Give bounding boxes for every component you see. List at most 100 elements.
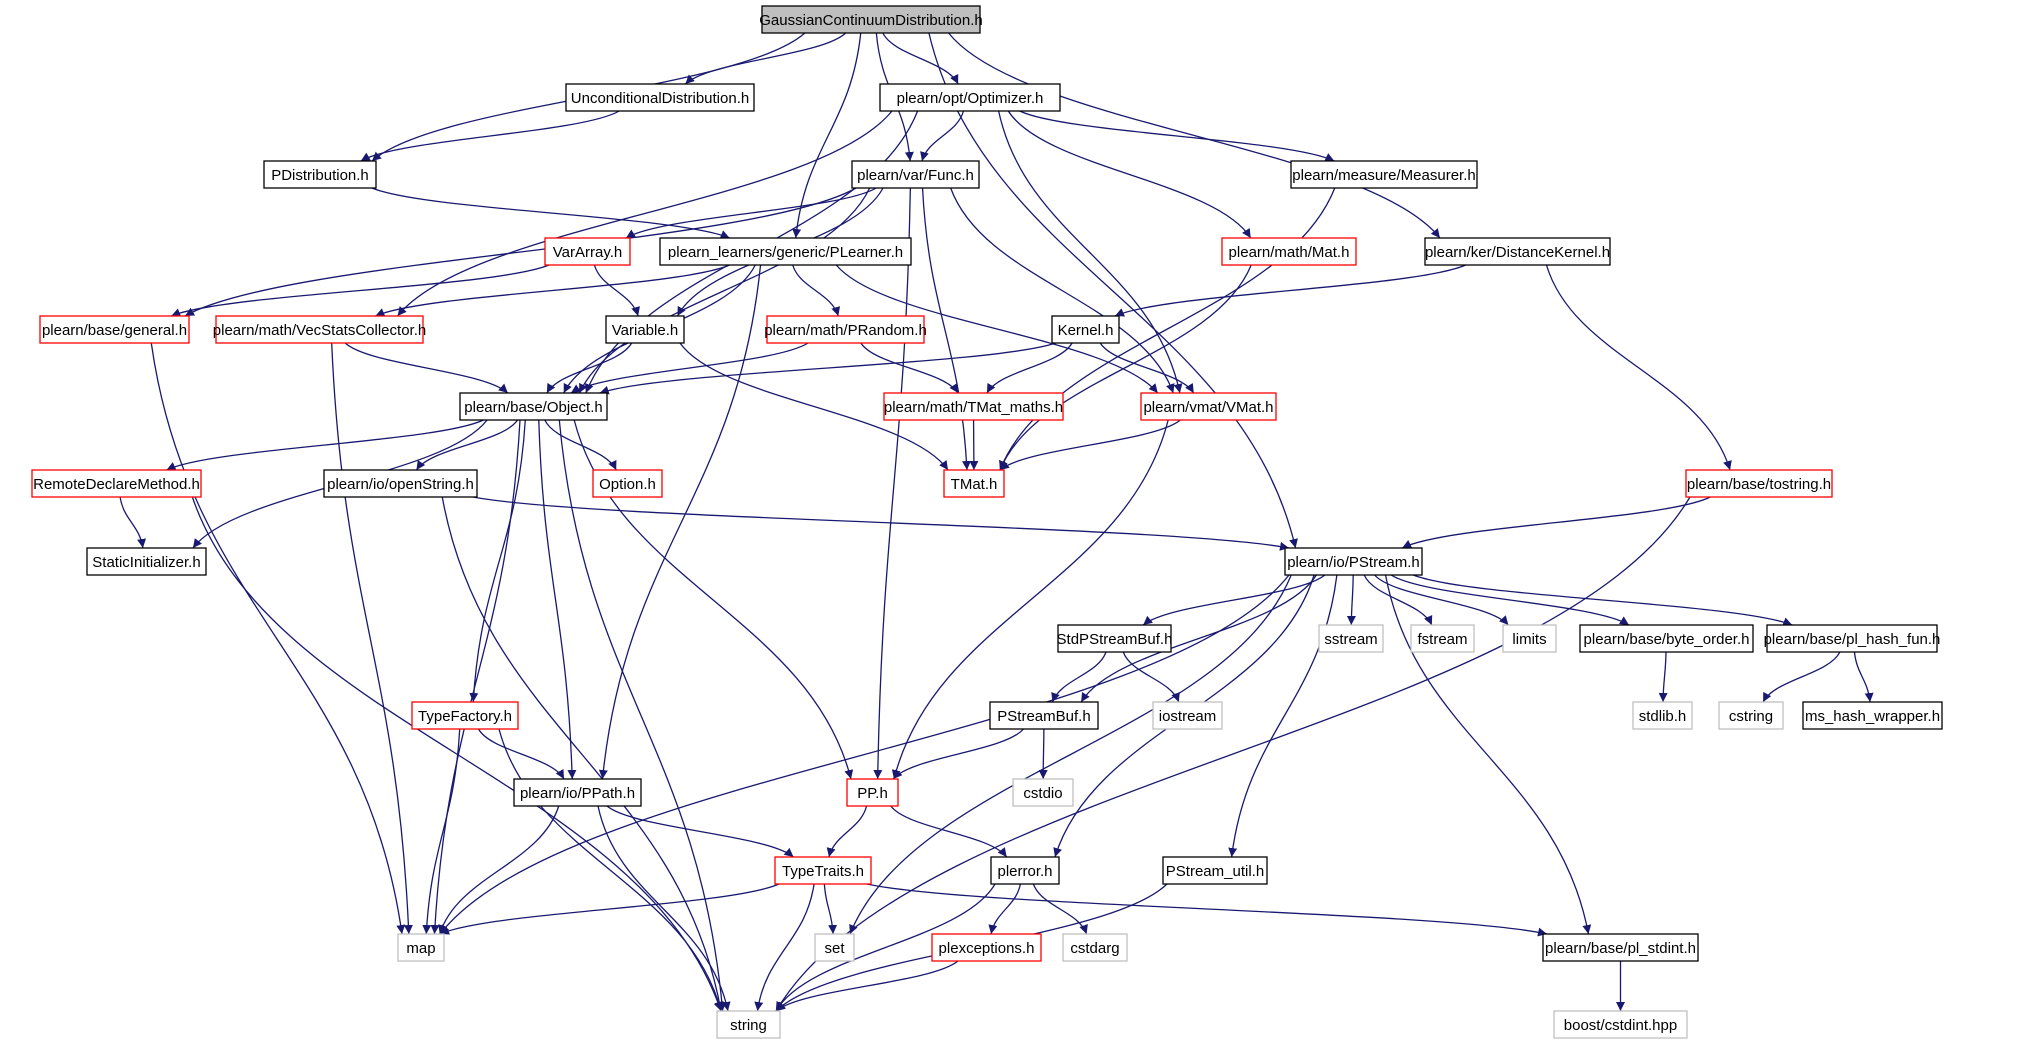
node-type-factory[interactable]: TypeFactory.h (411, 701, 519, 730)
edge-type-factory-to-string (498, 728, 724, 1012)
edge-plexceptions-to-string (775, 960, 959, 1012)
node-box (659, 237, 912, 266)
edge-optimizer-to-func (920, 110, 965, 162)
node-box (1284, 547, 1423, 576)
node-map: map (397, 933, 445, 962)
node-label: stdlib.h (1639, 708, 1687, 725)
node-label: plearn/io/PStream.h (1287, 554, 1420, 571)
edge-unconditional-distribution-to-pdistribution (360, 110, 620, 162)
node-tmat-maths[interactable]: plearn/math/TMat_maths.h (883, 392, 1064, 421)
edge-remote-declare-method-to-string (191, 496, 723, 1012)
edge-pstream-to-fstream (1363, 574, 1433, 626)
node-box (565, 83, 755, 112)
node-label: set (824, 940, 845, 957)
node-label: boost/cstdint.hpp (1564, 1017, 1677, 1034)
node-label: Variable.h (612, 322, 678, 339)
edge-pstream-buf-to-pp (892, 728, 1024, 780)
node-box (1221, 237, 1357, 266)
node-pp[interactable]: PP.h (846, 778, 899, 807)
edge-func-to-general (184, 187, 857, 317)
node-box (1051, 315, 1120, 344)
edge-ppath-to-string (597, 805, 731, 1012)
node-open-string[interactable]: plearn/io/openString.h (323, 469, 478, 498)
node-label: plearn/ker/DistanceKernel.h (1425, 244, 1610, 261)
node-measurer[interactable]: plearn/measure/Measurer.h (1290, 160, 1478, 189)
node-box (1718, 701, 1784, 730)
node-box (1502, 624, 1557, 653)
node-label: limits (1512, 631, 1546, 648)
node-func[interactable]: plearn/var/Func.h (851, 160, 980, 189)
edge-prandom-to-object (570, 342, 809, 394)
node-box (1318, 624, 1384, 653)
edge-vmat-to-pp (891, 419, 1169, 780)
node-box (397, 933, 445, 962)
node-mat[interactable]: plearn/math/Mat.h (1221, 237, 1357, 266)
node-byte-order[interactable]: plearn/base/byte_order.h (1579, 624, 1754, 653)
edge-pl-hash-fun-to-ms-hash-wrapper (1853, 651, 1874, 703)
edge-remote-declare-method-to-static-initializer (119, 496, 147, 549)
node-label: plearn/math/VecStatsCollector.h (213, 322, 426, 339)
node-box (846, 778, 899, 807)
node-label: TMat.h (951, 476, 998, 493)
node-pstream-util[interactable]: PStream_util.h (1162, 856, 1268, 885)
edge-variable-to-tmat (679, 342, 949, 471)
node-vec-stats-collector[interactable]: plearn/math/VecStatsCollector.h (213, 315, 426, 344)
edge-object-to-option (544, 419, 617, 471)
node-object[interactable]: plearn/base/Object.h (459, 392, 608, 421)
node-label: plearn/base/byte_order.h (1584, 631, 1750, 648)
node-std-pstream-buf[interactable]: StdPStreamBuf.h (1057, 624, 1173, 653)
edge-plearner-to-prandom (792, 264, 841, 317)
node-unconditional-distribution[interactable]: UnconditionalDistribution.h (565, 83, 755, 112)
node-box (86, 547, 207, 576)
node-pstream[interactable]: plearn/io/PStream.h (1284, 547, 1423, 576)
node-label: plearn/math/PRandom.h (764, 322, 927, 339)
edge-gaussian-continuum-distribution-to-distance-kernel (948, 32, 1441, 239)
node-pdistribution[interactable]: PDistribution.h (263, 160, 377, 189)
edge-std-pstream-buf-to-pstream-buf (1051, 651, 1107, 703)
edge-pstream-to-limits (1374, 574, 1509, 626)
node-ppath[interactable]: plearn/io/PPath.h (513, 778, 642, 807)
edge-pstream-to-std-pstream-buf (1142, 574, 1326, 626)
node-distance-kernel[interactable]: plearn/ker/DistanceKernel.h (1424, 237, 1611, 266)
node-kernel[interactable]: Kernel.h (1051, 315, 1120, 344)
node-plearner[interactable]: plearn_learners/generic/PLearner.h (659, 237, 912, 266)
node-box (990, 856, 1060, 885)
node-general[interactable]: plearn/base/general.h (39, 315, 190, 344)
node-boost-cstdint: boost/cstdint.hpp (1553, 1010, 1688, 1039)
node-plerror[interactable]: plerror.h (990, 856, 1060, 885)
edge-byte-order-to-stdlib (1658, 651, 1668, 703)
node-variable[interactable]: Variable.h (605, 315, 685, 344)
edge-tostring-to-pstream (1401, 496, 1711, 549)
edge-object-to-remote-declare-method (166, 419, 484, 471)
node-tmat[interactable]: TMat.h (943, 469, 1005, 498)
node-var-array[interactable]: VarArray.h (544, 237, 631, 266)
node-plexceptions[interactable]: plexceptions.h (931, 933, 1042, 962)
node-pl-hash-fun[interactable]: plearn/base/pl_hash_fun.h (1764, 624, 1941, 653)
node-optimizer[interactable]: plearn/opt/Optimizer.h (879, 83, 1061, 112)
node-label: string (730, 1017, 767, 1034)
node-remote-declare-method[interactable]: RemoteDeclareMethod.h (31, 469, 202, 498)
node-ms-hash-wrapper[interactable]: ms_hash_wrapper.h (1802, 701, 1943, 730)
edge-mat-to-tmat (999, 264, 1252, 471)
node-label: plearn/io/openString.h (327, 476, 474, 493)
node-box (1766, 624, 1938, 653)
node-vmat[interactable]: plearn/vmat/VMat.h (1140, 392, 1277, 421)
node-tostring[interactable]: plearn/base/tostring.h (1685, 469, 1833, 498)
edge-var-array-to-variable (593, 264, 640, 317)
node-label: TypeTraits.h (782, 863, 864, 880)
edge-kernel-to-vmat (1099, 342, 1195, 394)
edge-optimizer-to-vmat (997, 110, 1183, 394)
edge-pstream-to-pstream-util (1228, 574, 1338, 858)
node-label: GaussianContinuumDistribution.h (759, 12, 982, 29)
edge-prandom-to-tmat-maths (860, 342, 959, 394)
node-type-traits[interactable]: TypeTraits.h (774, 856, 872, 885)
node-prandom[interactable]: plearn/math/PRandom.h (764, 315, 927, 344)
node-pl-stdint[interactable]: plearn/base/pl_stdint.h (1542, 933, 1699, 962)
node-box (931, 933, 1042, 962)
node-static-initializer[interactable]: StaticInitializer.h (86, 547, 207, 576)
node-option[interactable]: Option.h (592, 469, 663, 498)
node-pstream-buf[interactable]: PStreamBuf.h (989, 701, 1099, 730)
node-fstream: fstream (1410, 624, 1475, 653)
edge-kernel-to-object (599, 342, 1057, 395)
node-gaussian-continuum-distribution[interactable]: GaussianContinuumDistribution.h (759, 5, 983, 34)
